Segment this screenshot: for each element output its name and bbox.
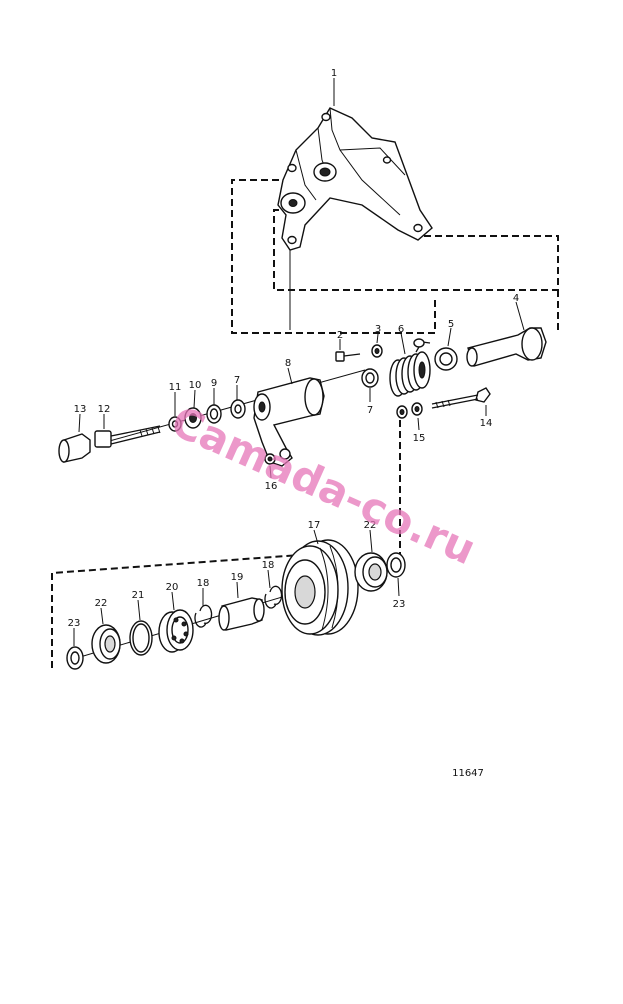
sleeve-part-4 xyxy=(466,301,547,367)
bushing-part-7-left xyxy=(230,385,246,419)
callout-18-right: 18 xyxy=(262,560,275,571)
callout-22-right: 22 xyxy=(364,520,377,531)
callout-21: 21 xyxy=(132,590,145,601)
shaft-part-19 xyxy=(218,581,265,631)
circlip-part-21 xyxy=(129,599,153,656)
callout-6: 6 xyxy=(398,324,404,335)
callout-3: 3 xyxy=(375,324,381,335)
callout-18-left: 18 xyxy=(197,578,210,589)
callout-7-left: 7 xyxy=(234,375,240,386)
callout-1: 1 xyxy=(331,68,337,79)
callout-20: 20 xyxy=(166,582,179,593)
bolt-part-14 xyxy=(431,387,491,416)
pulley-part-17 xyxy=(281,529,359,636)
callout-16: 16 xyxy=(265,481,278,492)
callout-2: 2 xyxy=(337,330,343,341)
callout-12: 12 xyxy=(98,404,111,415)
seal-part-22-right xyxy=(354,529,388,592)
callout-4: 4 xyxy=(513,293,519,304)
washer-part-11 xyxy=(168,392,182,432)
callout-15: 15 xyxy=(413,433,426,444)
callout-17: 17 xyxy=(308,520,321,531)
callout-11: 11 xyxy=(169,382,182,393)
bearing-part-20 xyxy=(158,591,194,653)
bracket-part-1 xyxy=(277,78,433,251)
callout-9: 9 xyxy=(211,378,217,389)
circlip-part-18-left xyxy=(194,588,213,628)
bushing-part-10 xyxy=(184,389,202,429)
tensioner-arm-part-8 xyxy=(253,367,325,467)
callout-8: 8 xyxy=(285,358,291,369)
callout-labels: 1 2 3 4 5 6 7 7 8 9 10 11 12 13 14 15 16… xyxy=(68,68,520,629)
spring-part-6 xyxy=(389,332,431,397)
washer-part-15 xyxy=(396,402,423,431)
assembly-dashed-lines xyxy=(51,179,559,668)
callout-7-right: 7 xyxy=(367,405,373,416)
cap-part-13 xyxy=(58,413,91,463)
screw-part-2 xyxy=(335,339,361,362)
callout-13: 13 xyxy=(74,404,87,415)
washer-part-3 xyxy=(371,333,383,358)
nut-part-16 xyxy=(264,453,276,479)
callout-23-left: 23 xyxy=(68,618,81,629)
figure-number: 11647 xyxy=(452,768,484,779)
callout-10: 10 xyxy=(189,380,202,391)
callout-23-right: 23 xyxy=(393,599,406,610)
ring-part-23-right xyxy=(386,552,406,597)
callout-19: 19 xyxy=(231,572,244,583)
bushing-part-7-right xyxy=(361,368,379,402)
bolt-part-12 xyxy=(94,414,161,448)
washer-part-5 xyxy=(434,327,458,371)
callout-5: 5 xyxy=(448,319,454,330)
callout-22-left: 22 xyxy=(95,598,108,609)
callout-14: 14 xyxy=(480,418,493,429)
ring-part-23-left xyxy=(66,628,84,670)
washer-part-9 xyxy=(206,388,222,424)
seal-part-22-left xyxy=(91,607,121,664)
circlip-part-18-right xyxy=(264,569,283,609)
